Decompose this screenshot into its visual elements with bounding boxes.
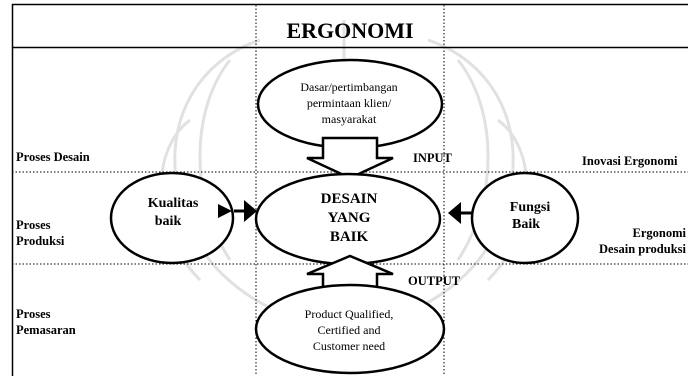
node-bottom-line1: Product Qualified, xyxy=(305,307,394,321)
label-input: INPUT xyxy=(413,151,453,165)
diagram-title: ERGONOMI xyxy=(286,18,413,43)
label-proses-pemasaran-line1: Proses xyxy=(16,307,51,321)
label-ergonomi: Ergonomi xyxy=(633,226,687,240)
label-proses-desain: Proses Desain xyxy=(16,150,90,164)
node-right-line1: Fungsi xyxy=(510,200,551,215)
label-proses-pemasaran-line2: Pemasaran xyxy=(16,323,76,337)
label-proses-produksi-line1: Proses xyxy=(16,218,51,232)
label-desain-produksi: Desain produksi xyxy=(599,242,686,256)
label-output: OUTPUT xyxy=(408,274,461,288)
label-proses-produksi-line2: Produksi xyxy=(16,234,65,248)
node-left-line2: baik xyxy=(155,214,182,229)
node-right-line2: Baik xyxy=(512,217,540,232)
node-bottom-line2: Certified and xyxy=(318,323,381,337)
node-top-line3: masyarakat xyxy=(322,112,377,126)
node-center-line3: BAIK xyxy=(330,229,369,245)
node-top-line1: Dasar/pertimbangan xyxy=(300,80,397,94)
node-bottom-line3: Customer need xyxy=(313,339,385,353)
label-inovasi-ergonomi: Inovasi Ergonomi xyxy=(582,154,678,168)
node-center-line2: YANG xyxy=(328,210,371,226)
node-center-line1: DESAIN xyxy=(321,191,378,207)
node-left-line1: Kualitas xyxy=(148,196,199,211)
right-arrow-head xyxy=(448,202,461,224)
node-top-line2: permintaan klien/ xyxy=(307,96,392,110)
